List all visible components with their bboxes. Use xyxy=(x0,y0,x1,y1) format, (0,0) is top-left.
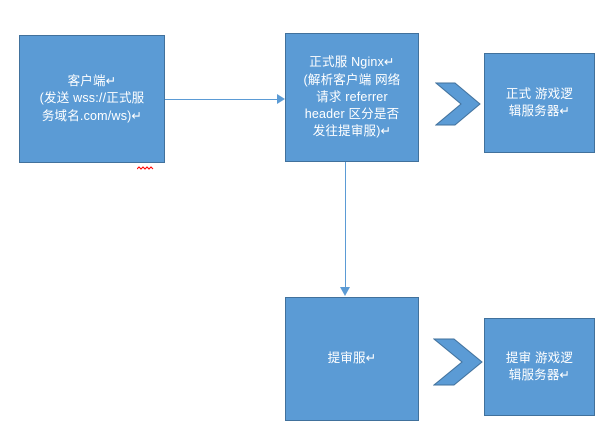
chevron-right-icon-top xyxy=(435,82,481,126)
review-service-box-label: 提审服↵ xyxy=(327,351,377,366)
prod-nginx-box[interactable]: 正式服 Nginx↵ (解析客户端 网络 请求 referrer header … xyxy=(285,33,419,162)
review-game-logic-box-label: 提审 游戏逻 辑服务器↵ xyxy=(505,350,574,382)
prod-nginx-box-label: 正式服 Nginx↵ (解析客户端 网络 请求 referrer header … xyxy=(303,55,401,139)
spellcheck-squiggle-icon xyxy=(137,166,154,170)
review-game-logic-box[interactable]: 提审 游戏逻 辑服务器↵ xyxy=(484,318,595,416)
client-box[interactable]: 客户端↵ (发送 wss://正式服 务域名.com/ws)↵ xyxy=(19,35,165,170)
client-box-label: 客户端↵ (发送 wss://正式服 务域名.com/ws)↵ xyxy=(39,74,145,123)
connector-client-to-nginx-arrowhead-icon xyxy=(277,94,285,104)
connector-client-to-nginx-shaft xyxy=(165,99,279,100)
prod-game-logic-box[interactable]: 正式 游戏逻 辑服务器↵ xyxy=(484,53,595,153)
connector-nginx-to-review-shaft xyxy=(345,162,346,289)
prod-game-logic-box-label: 正式 游戏逻 辑服务器↵ xyxy=(505,86,574,118)
chevron-right-icon-bottom xyxy=(433,338,483,386)
review-service-box[interactable]: 提审服↵ xyxy=(285,297,419,421)
connector-nginx-to-review-arrowhead-icon xyxy=(340,287,350,296)
